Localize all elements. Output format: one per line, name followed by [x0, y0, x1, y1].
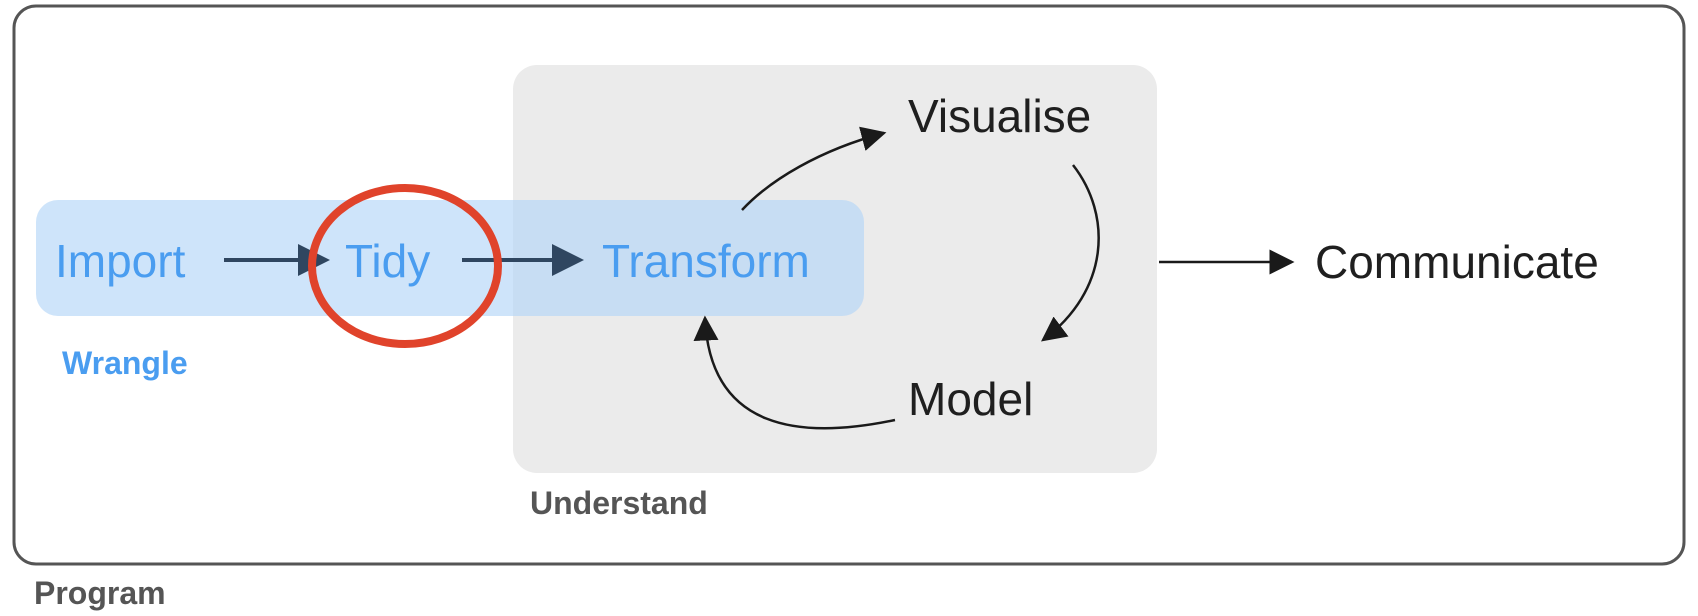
node-import: Import [55, 235, 186, 287]
tidy-highlight-circle [308, 184, 502, 348]
wrangle-band [36, 200, 864, 316]
node-communicate: Communicate [1315, 236, 1599, 288]
node-transform: Transform [602, 235, 810, 287]
model-to-transform-arrow [693, 315, 896, 430]
node-visualise: Visualise [908, 90, 1091, 142]
node-model: Model [908, 373, 1033, 425]
group-label-wrangle: Wrangle [62, 345, 188, 381]
program-frame [12, 4, 1686, 566]
group-label-understand: Understand [530, 485, 708, 521]
group-label-program: Program [34, 575, 166, 611]
node-tidy: Tidy [345, 235, 430, 287]
visualise-to-model-arrow [1040, 164, 1100, 342]
transform-to-visualise-arrow [741, 126, 887, 211]
